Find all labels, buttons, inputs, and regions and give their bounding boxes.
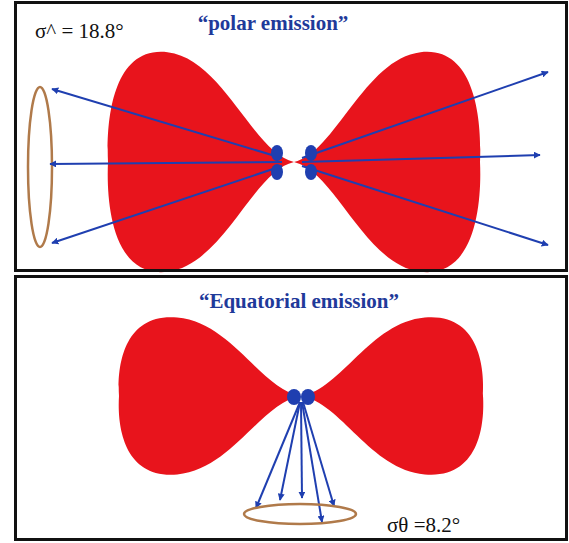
emission-cone-ring: [244, 504, 356, 524]
ray: [303, 402, 334, 506]
source-dot: [271, 145, 283, 161]
ray: [52, 166, 282, 243]
ray: [52, 89, 282, 158]
lobes-polar: [108, 52, 481, 272]
dispersion-label: σ^ = 18.8°: [35, 20, 124, 43]
radiation-lobe: [301, 317, 483, 474]
source-dot: [271, 164, 283, 180]
panel-title: “polar emission”: [198, 12, 349, 35]
source-dot: [287, 389, 301, 405]
equatorial-sources: [287, 389, 315, 405]
source-dot: [301, 389, 315, 405]
source-dot: [305, 145, 317, 161]
source-dot: [305, 164, 317, 180]
emission-cone-ring: [28, 87, 52, 247]
panel-title: “Equatorial emission”: [199, 290, 399, 313]
ray: [301, 402, 302, 498]
ray: [256, 402, 300, 508]
ray: [302, 155, 540, 162]
dispersion-label: σθ =8.2°: [387, 514, 460, 537]
emission-panel: “polar emission” σ^ = 18.8°: [14, 1, 568, 272]
ray: [302, 72, 548, 158]
polar-rays: [50, 72, 548, 245]
ray: [302, 166, 548, 245]
emission-panel: “Equatorial emission” σθ =8.2°: [14, 275, 568, 541]
polar-sources: [271, 145, 317, 180]
radiation-lobe: [119, 317, 301, 474]
ray: [50, 162, 282, 164]
ray: [280, 402, 300, 500]
